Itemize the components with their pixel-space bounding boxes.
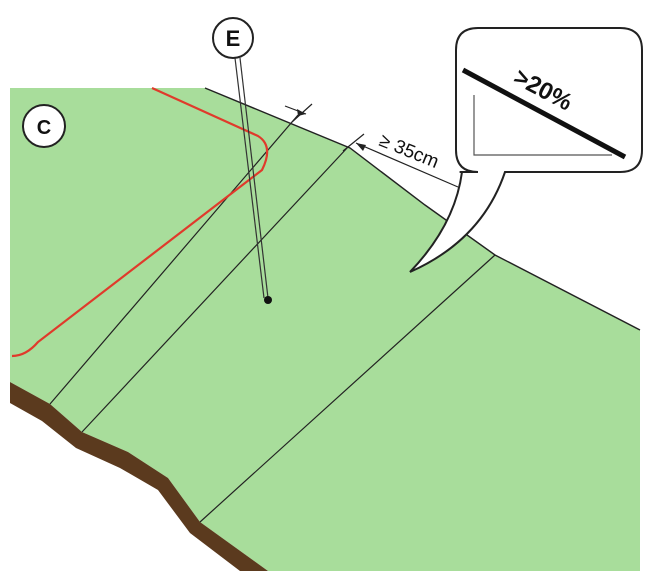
distance-label: ≥ 35cm bbox=[376, 130, 442, 173]
panel-seam-2 bbox=[81, 146, 349, 433]
leader-line-inner bbox=[239, 57, 269, 299]
point-dot bbox=[264, 296, 272, 304]
dimension-tick-inner bbox=[342, 133, 365, 152]
zone-marker-label: C bbox=[37, 117, 51, 139]
slope-reference-axes bbox=[473, 95, 612, 156]
point-marker-circle bbox=[212, 17, 254, 59]
slope-line bbox=[461, 67, 627, 160]
slope-edge-line bbox=[204, 87, 641, 331]
leader-line-outer bbox=[234, 57, 265, 299]
dimension-arrowhead-left bbox=[297, 109, 306, 116]
panel-seam-3 bbox=[199, 254, 496, 523]
panel-seam-1 bbox=[49, 114, 299, 405]
slope-callout-bubble bbox=[409, 27, 643, 273]
dimension-arrowhead-right bbox=[356, 143, 366, 151]
dimension-arrow-right bbox=[355, 142, 459, 188]
soil-cross-section bbox=[10, 382, 268, 571]
terrain-surface bbox=[10, 88, 640, 571]
point-marker-label: E bbox=[226, 26, 241, 51]
zone-outline bbox=[11, 86, 269, 358]
zone-marker-circle bbox=[22, 104, 66, 148]
